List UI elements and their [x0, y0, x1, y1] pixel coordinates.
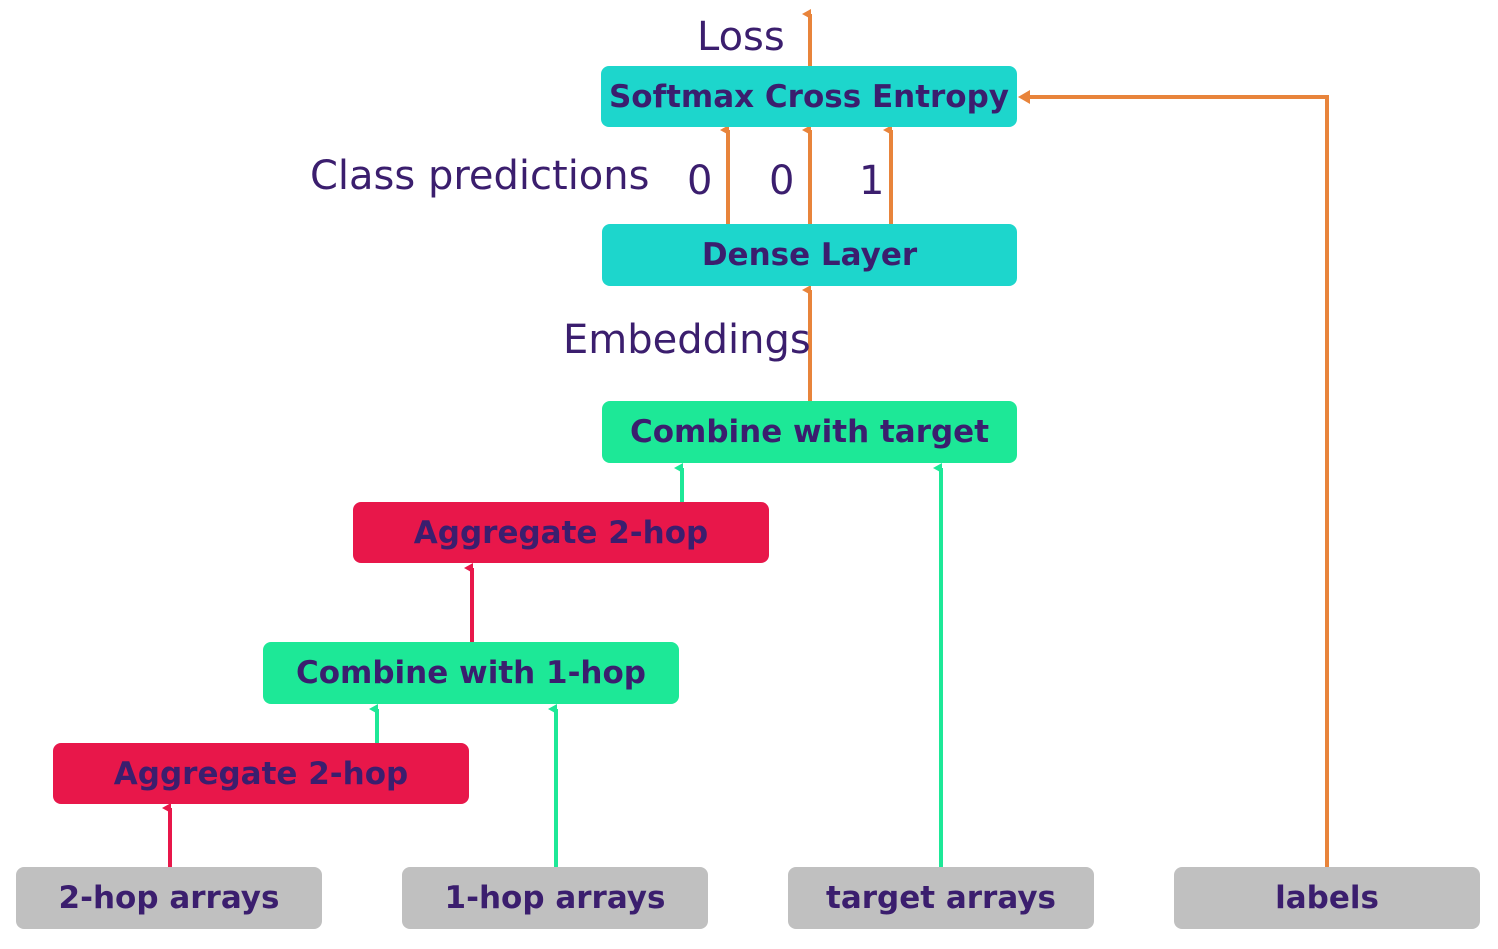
1hop-arrays-input: 1-hop arrays [402, 867, 708, 929]
loss-label: Loss [697, 14, 785, 60]
labels-arrow [1030, 95, 1329, 867]
labels-input: labels [1174, 867, 1480, 929]
combine-with-target-node: Combine with target [602, 401, 1017, 463]
combine-with-1hop-node: Combine with 1-hop [263, 642, 679, 704]
embeddings-label: Embeddings [563, 317, 811, 363]
2hop-arrays-input: 2-hop arrays [16, 867, 322, 929]
target-arrays-input: target arrays [788, 867, 1094, 929]
labels-arrowhead [1018, 90, 1030, 104]
aggregate-2hop-upper-node: Aggregate 2-hop [353, 502, 769, 563]
aggregate-2hop-lower-node: Aggregate 2-hop [53, 743, 469, 804]
prediction-value-3: 1 [859, 158, 885, 204]
prediction-value-2: 0 [769, 158, 795, 204]
softmax-cross-entropy-node: Softmax Cross Entropy [601, 66, 1017, 127]
prediction-value-1: 0 [687, 158, 713, 204]
class-predictions-label: Class predictions [310, 153, 650, 199]
dense-layer-node: Dense Layer [602, 224, 1017, 286]
